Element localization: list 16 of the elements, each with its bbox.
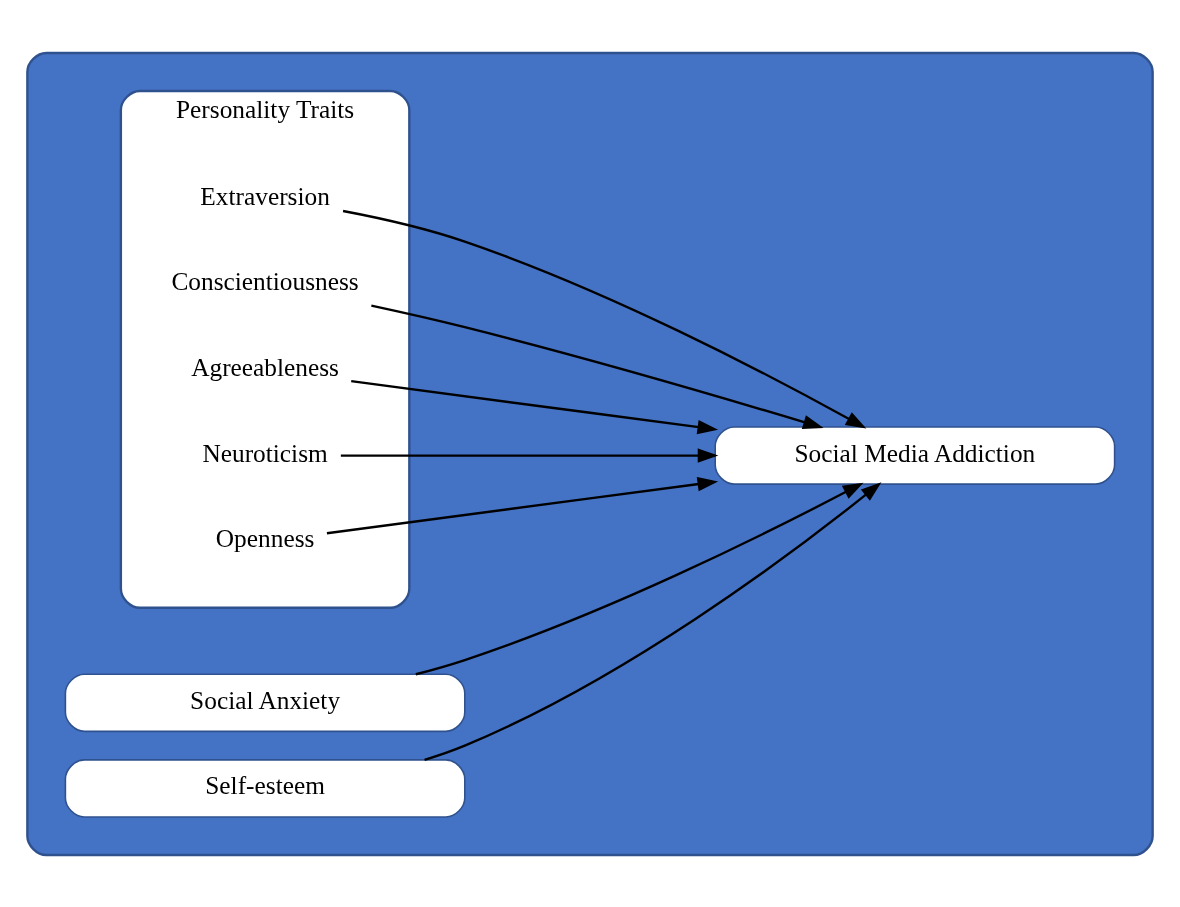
- arrow: [342, 209, 867, 429]
- arrow: [340, 447, 719, 463]
- node-box: Self-esteem: [64, 758, 466, 818]
- node-text: Neuroticism: [202, 438, 328, 467]
- node-box: Social Anxiety: [64, 673, 466, 732]
- arrow: [424, 481, 882, 761]
- node-text: Conscientiousness: [171, 266, 359, 295]
- node-box: Social Media Addiction: [714, 425, 1116, 485]
- arrow: [351, 379, 719, 434]
- cluster: [26, 51, 1154, 856]
- node-text: Openness: [215, 523, 315, 552]
- arrow: [326, 476, 719, 534]
- arrow: [371, 304, 824, 429]
- arrow: [415, 482, 864, 675]
- node-text: Extraversion: [200, 181, 330, 210]
- node-text: Agreeableness: [191, 352, 339, 381]
